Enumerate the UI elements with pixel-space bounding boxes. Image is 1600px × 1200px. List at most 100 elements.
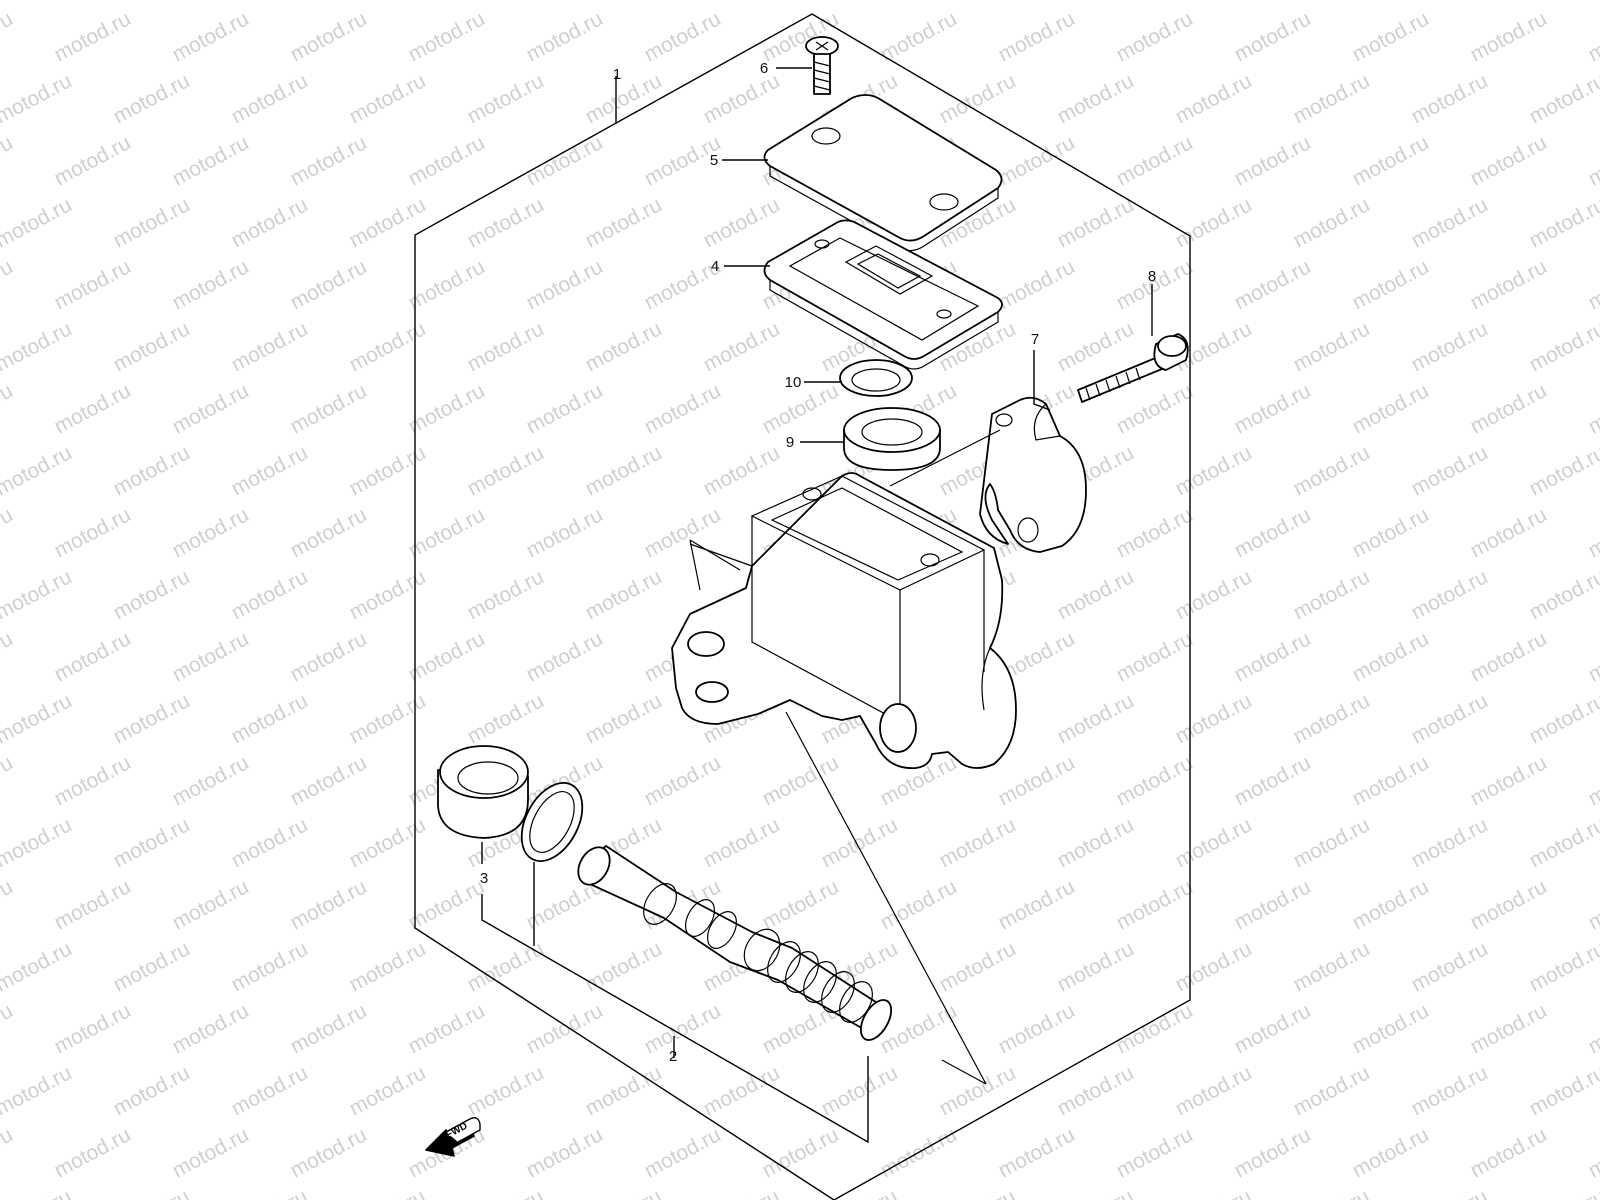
watermark-text: motod.ru: [1585, 255, 1600, 314]
guide-lines: [689, 429, 1001, 1085]
watermark-text: motod.ru: [0, 255, 17, 314]
watermark-text: motod.ru: [818, 0, 902, 4]
watermark-text: motod.ru: [1526, 813, 1600, 872]
watermark-text: motod.ru: [346, 317, 430, 376]
watermark-text: motod.ru: [0, 999, 17, 1058]
watermark-text: motod.ru: [1467, 875, 1551, 934]
watermark-text: motod.ru: [1054, 1185, 1138, 1200]
watermark-text: motod.ru: [1290, 317, 1374, 376]
callout-2: 2: [669, 1048, 677, 1065]
watermark-text: motod.ru: [0, 689, 76, 748]
watermark-text: motod.ru: [1231, 999, 1315, 1058]
watermark-text: motod.ru: [1526, 689, 1600, 748]
watermark-text: motod.ru: [169, 875, 253, 934]
watermark-text: motod.ru: [995, 255, 1079, 314]
watermark-text: motod.ru: [1585, 1123, 1600, 1182]
part-8-bolt: [1077, 333, 1189, 403]
watermark-text: motod.ru: [1408, 937, 1492, 996]
watermark-text: motod.ru: [228, 689, 312, 748]
watermark-text: motod.ru: [405, 999, 489, 1058]
watermark-text: motod.ru: [0, 193, 76, 252]
watermark-text: motod.ru: [700, 1061, 784, 1120]
watermark-text: motod.ru: [1113, 999, 1197, 1058]
watermark-text: motod.ru: [346, 69, 430, 128]
assembly-outline: [414, 13, 1191, 1200]
watermark-text: motod.ru: [700, 69, 784, 128]
watermark-text: motod.ru: [582, 1185, 666, 1200]
part-2-piston-spring: [577, 845, 893, 1041]
watermark-text: motod.ru: [1585, 379, 1600, 438]
callout-6: 6: [760, 60, 768, 77]
watermark-text: motod.ru: [1231, 751, 1315, 810]
watermark-text: motod.ru: [287, 1123, 371, 1182]
watermark-text: motod.ru: [1290, 441, 1374, 500]
watermark-text: motod.ru: [1349, 627, 1433, 686]
watermark-text: motod.ru: [228, 441, 312, 500]
watermark-text: motod.ru: [1408, 1185, 1492, 1200]
watermark-text: motod.ru: [1349, 255, 1433, 314]
watermark-text: motod.ru: [287, 379, 371, 438]
watermark-text: motod.ru: [1408, 689, 1492, 748]
watermark-text: motod.ru: [1349, 131, 1433, 190]
callout-labels: 1 2 3 4 5 6 7 8 9 10: [480, 60, 1156, 1065]
watermark-text: motod.ru: [110, 317, 194, 376]
watermark-text: motod.ru: [759, 751, 843, 810]
watermark-text: motod.ru: [641, 751, 725, 810]
watermark-text: motod.ru: [110, 69, 194, 128]
watermark-text: motod.ru: [1290, 689, 1374, 748]
watermark-text: motod.ru: [346, 565, 430, 624]
watermark-text: motod.ru: [346, 1185, 430, 1200]
watermark-text: motod.ru: [228, 1185, 312, 1200]
watermark-text: motod.ru: [995, 7, 1079, 66]
watermark-text: motod.ru: [523, 1123, 607, 1182]
watermark-text: motod.ru: [1349, 379, 1433, 438]
watermark-text: motod.ru: [405, 875, 489, 934]
watermark-text: motod.ru: [641, 1123, 725, 1182]
watermark-text: motod.ru: [169, 255, 253, 314]
callout-8: 8: [1148, 268, 1156, 285]
watermark-text: motod.ru: [169, 7, 253, 66]
watermark-text: motod.ru: [110, 441, 194, 500]
watermark-text: motod.ru: [995, 1123, 1079, 1182]
watermark-text: motod.ru: [582, 0, 666, 4]
watermark-text: motod.ru: [1349, 999, 1433, 1058]
watermark-text: motod.ru: [1172, 0, 1256, 4]
watermark-text: motod.ru: [0, 379, 17, 438]
watermark-text: motod.ru: [169, 379, 253, 438]
watermark-text: motod.ru: [405, 131, 489, 190]
watermark-text: motod.ru: [110, 0, 194, 4]
watermark-text: motod.ru: [1585, 875, 1600, 934]
watermark-text: motod.ru: [995, 131, 1079, 190]
watermark-text: motod.ru: [818, 1061, 902, 1120]
watermark-text: motod.ru: [1113, 627, 1197, 686]
watermark-text: motod.ru: [1408, 813, 1492, 872]
watermark-text: motod.ru: [1467, 7, 1551, 66]
watermark-text: motod.ru: [523, 131, 607, 190]
watermark-text: motod.ru: [1585, 131, 1600, 190]
watermark-text: motod.ru: [1231, 1123, 1315, 1182]
watermark-text: motod.ru: [1349, 503, 1433, 562]
watermark-text: motod.ru: [0, 1123, 17, 1182]
watermark-text: motod.ru: [405, 7, 489, 66]
watermark-text: motod.ru: [582, 193, 666, 252]
watermark-text: motod.ru: [0, 317, 76, 376]
watermark-text: motod.ru: [169, 627, 253, 686]
watermark-text: motod.ru: [1172, 1061, 1256, 1120]
watermark-text: motod.ru: [1526, 1061, 1600, 1120]
watermark-text: motod.ru: [1349, 875, 1433, 934]
watermark-text: motod.ru: [1467, 751, 1551, 810]
watermark-text: motod.ru: [0, 751, 17, 810]
watermark-text: motod.ru: [1585, 7, 1600, 66]
watermark-text: motod.ru: [51, 751, 135, 810]
watermark-text: motod.ru: [1231, 379, 1315, 438]
watermark-text: motod.ru: [464, 565, 548, 624]
watermark-text: motod.ru: [523, 503, 607, 562]
watermark-text: motod.ru: [582, 317, 666, 376]
watermark-text: motod.ru: [51, 503, 135, 562]
watermark-text: motod.ru: [464, 689, 548, 748]
callout-5: 5: [710, 152, 718, 169]
watermark-text: motod.ru: [110, 1185, 194, 1200]
watermark-text: motod.ru: [1467, 503, 1551, 562]
callout-7: 7: [1031, 331, 1039, 348]
